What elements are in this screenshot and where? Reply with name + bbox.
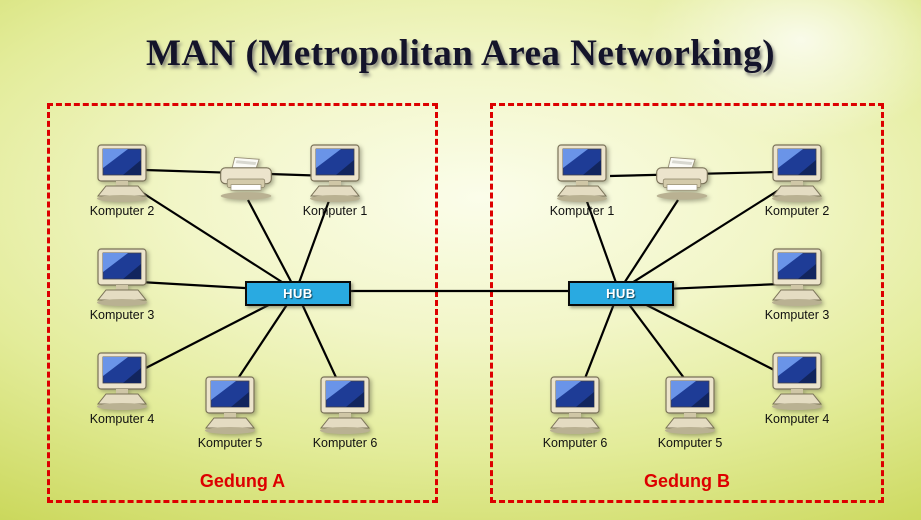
gedung-b-komputer-1: Komputer 1 bbox=[532, 144, 632, 218]
computer-label: Komputer 5 bbox=[197, 436, 263, 450]
hub-b-label: HUB bbox=[606, 286, 636, 301]
computer-icon bbox=[303, 144, 367, 202]
computer-label: Komputer 6 bbox=[542, 436, 608, 450]
gedung-a-komputer-1: Komputer 1 bbox=[285, 144, 385, 218]
hub-gedung-a: HUB bbox=[245, 281, 351, 306]
computer-icon bbox=[90, 352, 154, 410]
hub-gedung-b: HUB bbox=[568, 281, 674, 306]
gedung-b-komputer-6: Komputer 6 bbox=[525, 376, 625, 450]
computer-label: Komputer 3 bbox=[764, 308, 830, 322]
computer-icon bbox=[765, 144, 829, 202]
page-title: MAN (Metropolitan Area Networking) bbox=[145, 33, 776, 74]
gedung-b-printer bbox=[632, 156, 732, 202]
building-a-label: Gedung A bbox=[199, 471, 286, 491]
gedung-a-komputer-5: Komputer 5 bbox=[180, 376, 280, 450]
building-gedung-a: Gedung A bbox=[47, 103, 438, 503]
computer-icon bbox=[90, 144, 154, 202]
computer-label: Komputer 1 bbox=[549, 204, 615, 218]
gedung-a-komputer-4: Komputer 4 bbox=[72, 352, 172, 426]
computer-label: Komputer 5 bbox=[657, 436, 723, 450]
printer-icon bbox=[216, 156, 276, 202]
gedung-a-komputer-3: Komputer 3 bbox=[72, 248, 172, 322]
computer-icon bbox=[90, 248, 154, 306]
computer-label: Komputer 6 bbox=[312, 436, 378, 450]
computer-label: Komputer 2 bbox=[89, 204, 155, 218]
computer-label: Komputer 4 bbox=[89, 412, 155, 426]
computer-icon bbox=[658, 376, 722, 434]
gedung-b-komputer-5: Komputer 5 bbox=[640, 376, 740, 450]
computer-label: Komputer 2 bbox=[764, 204, 830, 218]
computer-label: Komputer 1 bbox=[302, 204, 368, 218]
computer-label: Komputer 4 bbox=[764, 412, 830, 426]
hub-a-label: HUB bbox=[283, 286, 313, 301]
computer-icon bbox=[765, 352, 829, 410]
gedung-b-komputer-3: Komputer 3 bbox=[747, 248, 847, 322]
printer-icon bbox=[652, 156, 712, 202]
computer-icon bbox=[313, 376, 377, 434]
gedung-a-komputer-2: Komputer 2 bbox=[72, 144, 172, 218]
gedung-b-komputer-4: Komputer 4 bbox=[747, 352, 847, 426]
computer-icon bbox=[550, 144, 614, 202]
gedung-a-printer bbox=[196, 156, 296, 202]
computer-label: Komputer 3 bbox=[89, 308, 155, 322]
computer-icon bbox=[543, 376, 607, 434]
computer-icon bbox=[198, 376, 262, 434]
building-gedung-b: Gedung B bbox=[490, 103, 884, 503]
building-b-label: Gedung B bbox=[644, 471, 730, 491]
gedung-b-komputer-2: Komputer 2 bbox=[747, 144, 847, 218]
computer-icon bbox=[765, 248, 829, 306]
gedung-a-komputer-6: Komputer 6 bbox=[295, 376, 395, 450]
